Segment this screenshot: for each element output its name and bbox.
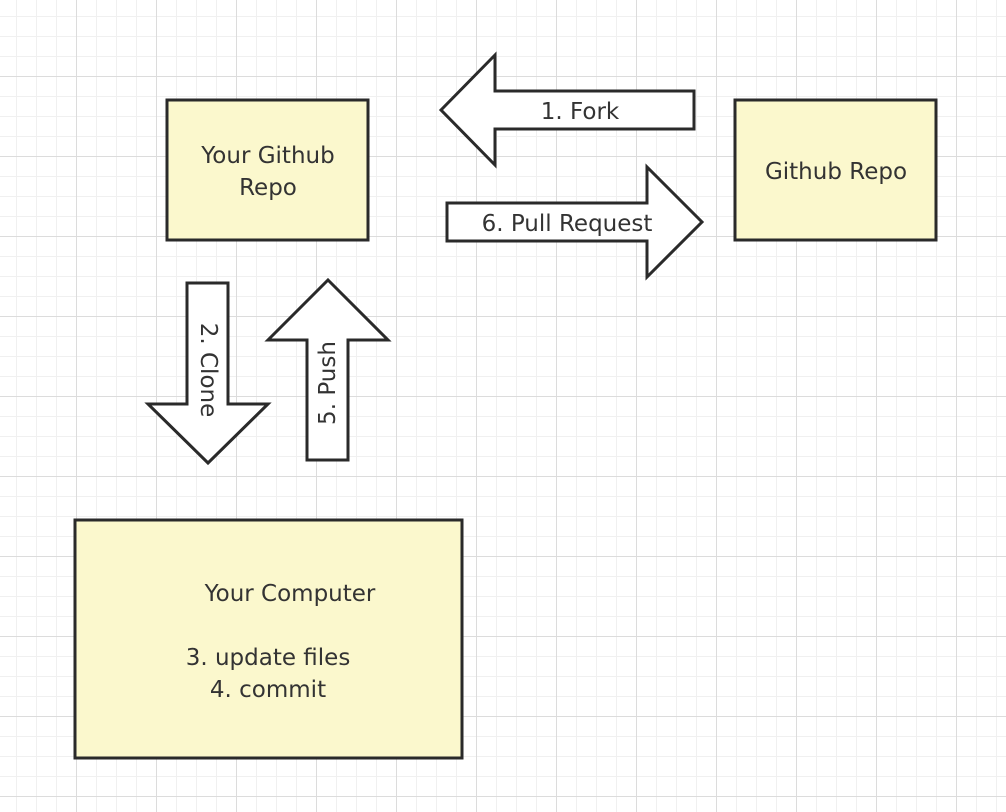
clone-arrow-label: 2. Clone	[195, 323, 221, 418]
fork-arrow-shape	[438, 51, 696, 169]
your-github-repo-label-line2: Repo	[239, 175, 297, 201]
pull-request-arrow-label: 6. Pull Request	[482, 211, 653, 237]
github-repo-box	[733, 98, 938, 242]
your-computer-title: Your Computer	[204, 581, 376, 607]
fork-arrow[interactable]: 1. Fork	[438, 51, 696, 169]
github-repo-label: Github Repo	[765, 159, 907, 185]
push-arrow-shape	[264, 277, 392, 462]
your-github-repo-label-line1: Your Github	[200, 143, 334, 169]
your-computer-step-commit: 4. commit	[210, 677, 326, 703]
pull-request-arrow[interactable]: 6. Pull Request	[445, 163, 705, 281]
fork-arrow-label: 1. Fork	[541, 99, 620, 125]
github-repo-node[interactable]: Github Repo	[733, 98, 938, 242]
your-computer-node[interactable]: Your Computer 3. update files 4. commit	[73, 518, 464, 760]
your-github-repo-node[interactable]: Your Github Repo	[165, 98, 370, 242]
your-github-repo-box	[165, 98, 370, 242]
push-arrow-label: 5. Push	[315, 341, 341, 425]
clone-arrow-shape	[144, 281, 272, 466]
your-computer-step-update-files: 3. update files	[186, 645, 351, 671]
clone-arrow[interactable]: 2. Clone	[144, 281, 272, 466]
pull-request-arrow-shape	[445, 163, 705, 281]
push-arrow[interactable]: 5. Push	[264, 277, 392, 462]
your-computer-box	[73, 518, 464, 760]
